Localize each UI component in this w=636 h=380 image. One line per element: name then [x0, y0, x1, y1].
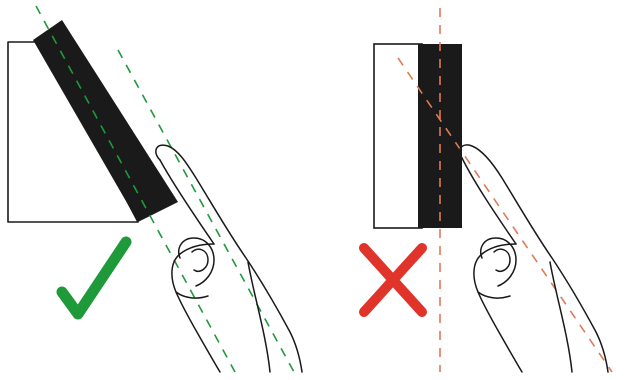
left-panel — [8, 6, 302, 372]
right-card — [374, 44, 422, 228]
check-icon — [62, 242, 126, 314]
right-panel — [364, 8, 612, 372]
cross-icon — [364, 248, 422, 312]
left-hand — [156, 145, 302, 372]
